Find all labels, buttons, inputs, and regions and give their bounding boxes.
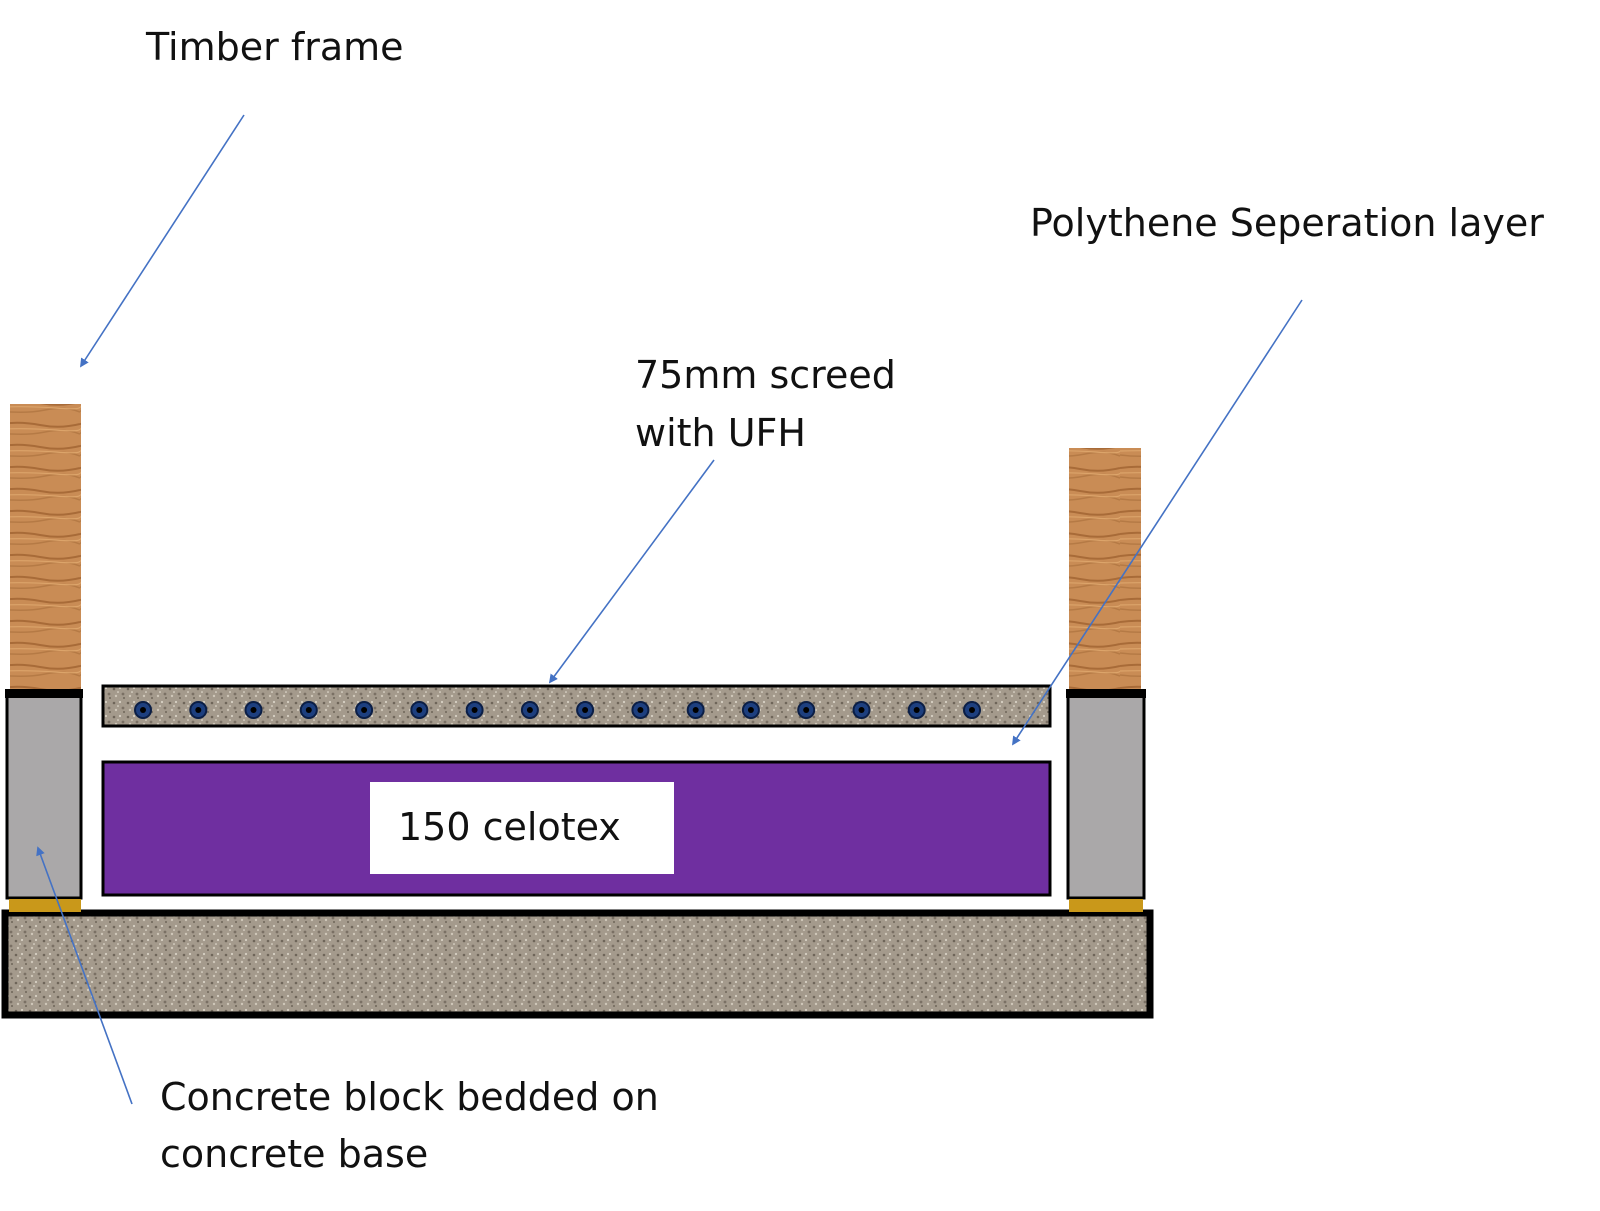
block-cap-left xyxy=(5,689,83,698)
ufh-pipe-core xyxy=(582,707,589,713)
timber-frame-label: Timber frame xyxy=(145,25,404,69)
timber-frame-arrow xyxy=(80,114,245,368)
ufh-pipe-core xyxy=(858,707,865,713)
screed-layer xyxy=(101,684,1052,728)
ufh-pipe-core xyxy=(803,707,810,713)
ufh-pipe-core xyxy=(471,707,478,713)
ufh-pipe-core xyxy=(637,707,644,713)
concrete-block-label-line2: concrete base xyxy=(160,1132,428,1176)
ufh-pipe-core xyxy=(526,707,533,713)
ufh-pipe-core xyxy=(969,707,975,713)
celotex-label-box xyxy=(370,782,674,874)
ufh-pipe-core xyxy=(416,707,423,713)
timber-frame-right xyxy=(1069,448,1141,692)
ufh-pipe-core xyxy=(747,707,754,713)
screed-label-line2: with UFH xyxy=(635,411,806,455)
ufh-pipe-core xyxy=(140,707,146,713)
ufh-pipe-core xyxy=(692,707,699,713)
ufh-pipe-core xyxy=(361,707,368,713)
concrete-block-label-line1: Concrete block bedded on xyxy=(160,1075,659,1119)
screed-label-line1: 75mm screed xyxy=(635,353,896,397)
concrete-block-left xyxy=(5,693,83,900)
concrete-block-arrow xyxy=(36,846,133,1105)
celotex-label: 150 celotex xyxy=(398,805,621,849)
ufh-pipe-core xyxy=(305,707,312,713)
bedding-right xyxy=(1069,899,1143,912)
ufh-pipe-core xyxy=(913,707,920,713)
polythene-label: Polythene Seperation layer xyxy=(1030,201,1544,245)
ufh-pipe-core xyxy=(250,707,257,713)
ufh-pipes xyxy=(134,701,981,719)
bedding-left xyxy=(9,899,81,912)
ufh-pipe-core xyxy=(195,707,202,713)
polythene-arrow xyxy=(1012,299,1303,746)
timber-frame-left xyxy=(10,404,81,692)
concrete-block-right xyxy=(1066,693,1146,900)
screed-arrow xyxy=(548,459,715,684)
block-cap-right xyxy=(1066,689,1146,698)
concrete-base xyxy=(1,909,1154,1019)
